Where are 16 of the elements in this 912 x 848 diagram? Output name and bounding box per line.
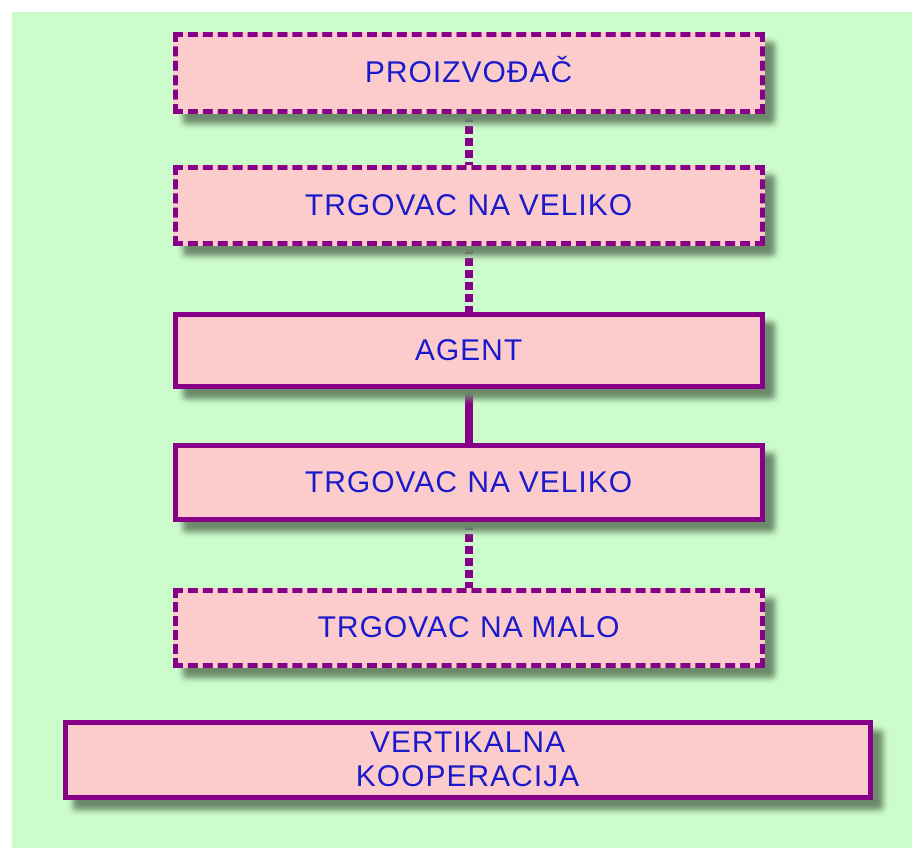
connector-line bbox=[465, 389, 473, 443]
box-label: VERTIKALNA KOOPERACIJA bbox=[354, 726, 582, 794]
connector-line bbox=[465, 246, 473, 312]
process-box bbox=[173, 312, 765, 389]
connector-line bbox=[465, 114, 473, 165]
connector-line bbox=[465, 522, 473, 588]
box-label: TRGOVAC NA VELIKO bbox=[304, 188, 634, 222]
process-box bbox=[63, 720, 873, 800]
process-box bbox=[173, 32, 765, 114]
box-label: AGENT bbox=[414, 334, 524, 368]
box-label: TRGOVAC NA MALO bbox=[316, 611, 622, 645]
process-box bbox=[173, 165, 765, 246]
process-box bbox=[173, 443, 765, 522]
box-label: PROIZVOĐAČ bbox=[364, 56, 574, 90]
box-label: TRGOVAC NA VELIKO bbox=[304, 466, 634, 500]
process-box bbox=[173, 588, 765, 668]
